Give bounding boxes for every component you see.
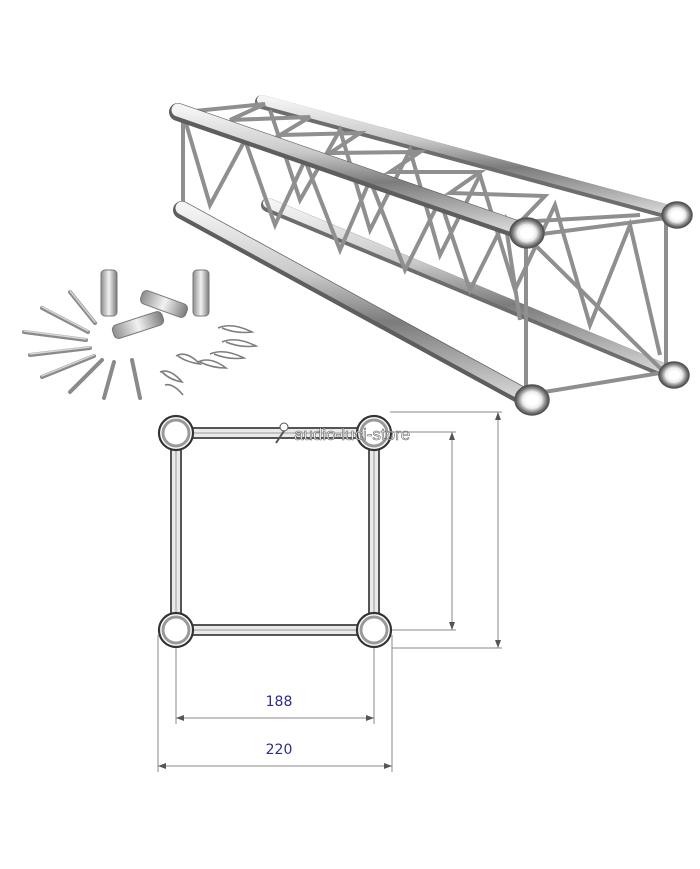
cross-section: audio-luci-store <box>157 411 502 772</box>
truss-3d <box>169 95 693 416</box>
dimension-arrows <box>158 412 501 769</box>
connector-kit <box>22 269 259 400</box>
watermark-text: audio-luci-store <box>294 425 410 444</box>
coupler-icon <box>100 269 210 339</box>
watermark: audio-luci-store <box>275 422 411 444</box>
r-clips <box>159 324 259 396</box>
outer-width-label: 220 <box>266 742 293 758</box>
spigot-pins <box>22 290 142 400</box>
tube-ends <box>509 201 693 416</box>
inner-width-label: 188 <box>266 694 293 710</box>
chord-tube-icon <box>157 414 393 649</box>
dimension-lines <box>157 411 502 772</box>
